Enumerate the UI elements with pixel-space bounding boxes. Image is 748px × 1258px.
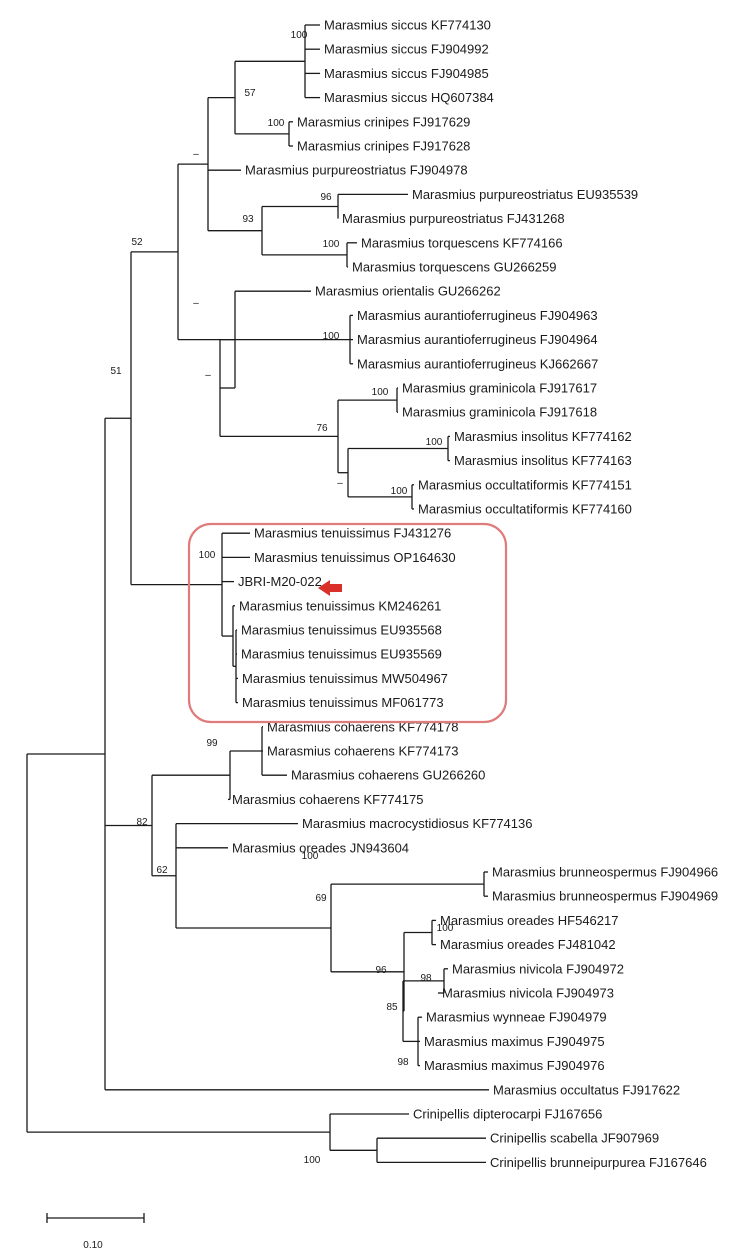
- leaf-label: Marasmius tenuissimus FJ431276: [254, 526, 451, 541]
- scale-bar-label: 0.10: [83, 1240, 103, 1251]
- leaf-label: Marasmius crinipes FJ917628: [297, 139, 470, 154]
- support-value: 82: [136, 817, 148, 828]
- support-value: 100: [372, 387, 389, 398]
- support-labels: 100 57 100 – 96 93 100 52 – 100 – 100 76 100 – 100 51 100…: [110, 30, 453, 1166]
- support-value: 100: [323, 331, 340, 342]
- leaf-label: Marasmius nivicola FJ904973: [442, 986, 614, 1001]
- support-value: 96: [320, 192, 332, 203]
- leaf-label: Marasmius purpureostriatus FJ904978: [245, 163, 468, 178]
- leaf-label: Marasmius siccus FJ904985: [324, 66, 489, 81]
- leaf-label: Marasmius tenuissimus OP164630: [254, 550, 456, 565]
- arrow-left-icon: [318, 580, 342, 596]
- leaf-label: Marasmius graminicola FJ917617: [402, 381, 597, 396]
- leaf-label: Marasmius aurantioferrugineus FJ904964: [357, 332, 598, 347]
- leaf-label: Marasmius aurantioferrugineus FJ904963: [357, 308, 598, 323]
- leaf-label: Marasmius insolitus KF774162: [454, 429, 632, 444]
- support-value: 69: [315, 893, 327, 904]
- support-value: –: [193, 149, 199, 160]
- leaf-label: Marasmius siccus KF774130: [324, 18, 491, 33]
- support-value: 98: [420, 973, 432, 984]
- support-value: 62: [156, 865, 168, 876]
- leaf-label: Marasmius tenuissimus EU935568: [241, 623, 442, 638]
- leaf-label: Marasmius torquescens KF774166: [361, 235, 563, 250]
- leaf-label: Marasmius wynneae FJ904979: [426, 1010, 607, 1025]
- support-value: 100: [437, 923, 454, 934]
- leaf-label: Marasmius graminicola FJ917618: [402, 405, 597, 420]
- support-value: 93: [242, 214, 254, 225]
- support-value: 100: [426, 437, 443, 448]
- support-value: 100: [291, 30, 308, 41]
- leaf-label: Marasmius crinipes FJ917629: [297, 114, 470, 129]
- leaf-label: Marasmius purpureostriatus FJ431268: [342, 211, 565, 226]
- leaf-label: Marasmius siccus HQ607384: [324, 90, 494, 105]
- support-value: 57: [244, 88, 256, 99]
- leaf-label: Marasmius oreades JN943604: [232, 840, 409, 855]
- support-value: 52: [131, 237, 143, 248]
- highlighted-clade-box: [187, 522, 508, 724]
- leaf-label: Marasmius occultatiformis KF774160: [418, 502, 632, 517]
- leaf-label: Marasmius occultatus FJ917622: [493, 1082, 680, 1097]
- leaf-label: Marasmius macrocystidiosus KF774136: [302, 816, 532, 831]
- leaf-label: Marasmius brunneospermus FJ904966: [492, 865, 718, 880]
- leaf-label: Marasmius oreades FJ481042: [440, 937, 616, 952]
- support-value: 85: [386, 1002, 398, 1013]
- support-value: –: [193, 298, 199, 309]
- leaf-label: Marasmius oreades HF546217: [440, 913, 618, 928]
- tree-branches: [26, 24, 489, 1164]
- leaf-label: Marasmius cohaerens KF774173: [267, 744, 459, 759]
- leaf-label: Marasmius maximus FJ904976: [424, 1058, 605, 1073]
- leaf-label: Marasmius maximus FJ904975: [424, 1034, 605, 1049]
- leaf-label: Marasmius aurantioferrugineus KJ662667: [357, 356, 598, 371]
- leaf-label: Crinipellis scabella JF907969: [490, 1131, 659, 1146]
- support-value: 100: [304, 1155, 321, 1166]
- scale-bar: 0.10: [46, 1213, 145, 1251]
- leaf-label: Marasmius tenuissimus KM246261: [239, 598, 441, 613]
- support-value: –: [337, 478, 343, 489]
- support-value: 100: [268, 118, 285, 129]
- support-value: 100: [302, 851, 319, 862]
- support-value: 99: [206, 738, 218, 749]
- leaf-label: Marasmius cohaerens KF774175: [232, 792, 424, 807]
- support-value: 100: [391, 486, 408, 497]
- leaf-label: Marasmius tenuissimus MW504967: [242, 671, 448, 686]
- support-value: 51: [110, 366, 122, 377]
- leaf-label: Marasmius purpureostriatus EU935539: [412, 187, 638, 202]
- leaf-label: Crinipellis brunneipurpurea FJ167646: [490, 1155, 707, 1170]
- leaf-label: Marasmius insolitus KF774163: [454, 453, 632, 468]
- leaf-label: Marasmius cohaerens GU266260: [291, 768, 485, 783]
- support-value: 76: [316, 423, 328, 434]
- support-value: –: [205, 370, 211, 381]
- support-value: 98: [397, 1057, 409, 1068]
- support-value: 100: [199, 550, 216, 561]
- leaf-label: Marasmius torquescens GU266259: [352, 260, 557, 275]
- leaf-label: Marasmius tenuissimus MF061773: [242, 695, 444, 710]
- support-value: 96: [375, 965, 387, 976]
- leaf-label: Marasmius tenuissimus EU935569: [241, 647, 442, 662]
- leaf-label: Marasmius brunneospermus FJ904969: [492, 889, 718, 904]
- leaf-label: Crinipellis dipterocarpi FJ167656: [413, 1107, 602, 1122]
- support-value: 100: [323, 239, 340, 250]
- leaf-label: Marasmius orientalis GU266262: [315, 284, 501, 299]
- leaf-label: JBRI-M20-022: [238, 574, 322, 589]
- leaf-label: Marasmius occultatiformis KF774151: [418, 477, 632, 492]
- leaf-label: Marasmius nivicola FJ904972: [452, 961, 624, 976]
- leaf-label: Marasmius siccus FJ904992: [324, 42, 489, 57]
